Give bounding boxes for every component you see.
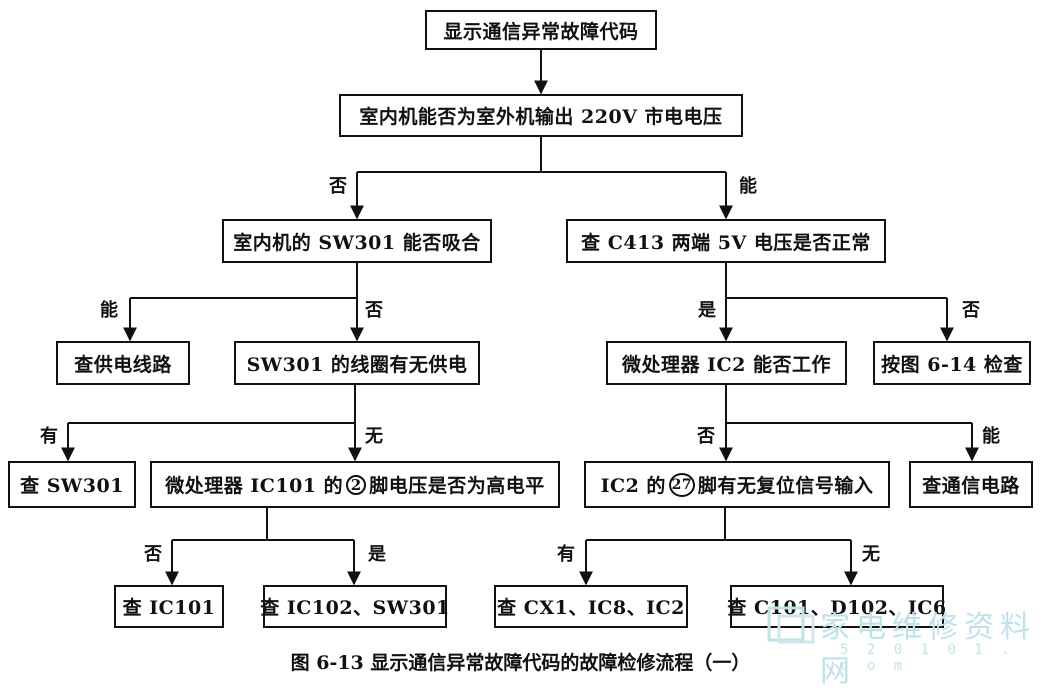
node-check-ic102-sw301: 查 IC102、SW301 xyxy=(260,585,449,628)
node-ic101-pin2-voltage: 微处理器 IC101 的 2 脚电压是否为高电平 xyxy=(150,461,560,508)
node-check-c101-d102-ic6: 查 C101、D102、IC6 xyxy=(727,585,946,628)
label-yes: 是 xyxy=(698,300,716,321)
label-none: 无 xyxy=(862,544,880,565)
label-yes-can: 能 xyxy=(100,300,118,321)
watermark-url: 5 2 0 1 0 1 . c o m xyxy=(840,642,1015,674)
node-ic2-pin27-reset: IC2 的 27 脚有无复位信号输入 xyxy=(584,461,890,508)
watermark-logo-icon xyxy=(767,606,815,644)
pin-number-circle: 27 xyxy=(668,472,695,497)
node-check-ic101: 查 IC101 xyxy=(114,585,224,628)
node-see-figure-6-14: 按图 6-14 检查 xyxy=(873,341,1031,385)
node-ic2-text-post: 脚有无复位信号输入 xyxy=(697,475,874,497)
node-check-comm-circuit: 查通信电路 xyxy=(909,461,1033,508)
node-sw301-engage: 室内机的 SW301 能否吸合 xyxy=(222,219,492,263)
node-check-c413-5v: 查 C413 两端 5V 电压是否正常 xyxy=(566,219,886,263)
node-check-power-line: 查供电线路 xyxy=(56,341,190,385)
pin-number-circle: 2 xyxy=(346,474,367,495)
node-ic2-working: 微处理器 IC2 能否工作 xyxy=(606,341,847,385)
label-yes-can: 能 xyxy=(982,426,1000,447)
node-display-comm-fault: 显示通信异常故障代码 xyxy=(425,10,657,50)
node-ic2-text-pre: IC2 的 xyxy=(600,475,666,497)
node-check-220v-output: 室内机能否为室外机输出 220V 市电电压 xyxy=(339,94,743,137)
label-none: 无 xyxy=(365,426,383,447)
label-has: 有 xyxy=(557,544,575,565)
node-sw301-coil-power: SW301 的线圈有无供电 xyxy=(234,341,480,385)
node-ic101-text-post: 脚电压是否为高电平 xyxy=(369,475,545,497)
label-no: 否 xyxy=(697,426,715,447)
label-no: 否 xyxy=(329,176,347,197)
node-check-cx1-ic8-ic2: 查 CX1、IC8、IC2 xyxy=(494,585,688,628)
label-no: 否 xyxy=(365,300,383,321)
node-check-sw301: 查 SW301 xyxy=(8,461,136,508)
figure-caption: 图 6-13 显示通信异常故障代码的故障检修流程（一） xyxy=(290,652,751,674)
label-has: 有 xyxy=(40,426,58,447)
label-no: 否 xyxy=(962,300,980,321)
label-yes-can: 能 xyxy=(739,176,757,197)
label-no: 否 xyxy=(144,544,162,565)
node-ic101-text-pre: 微处理器 IC101 的 xyxy=(165,475,344,497)
label-yes: 是 xyxy=(368,544,386,565)
